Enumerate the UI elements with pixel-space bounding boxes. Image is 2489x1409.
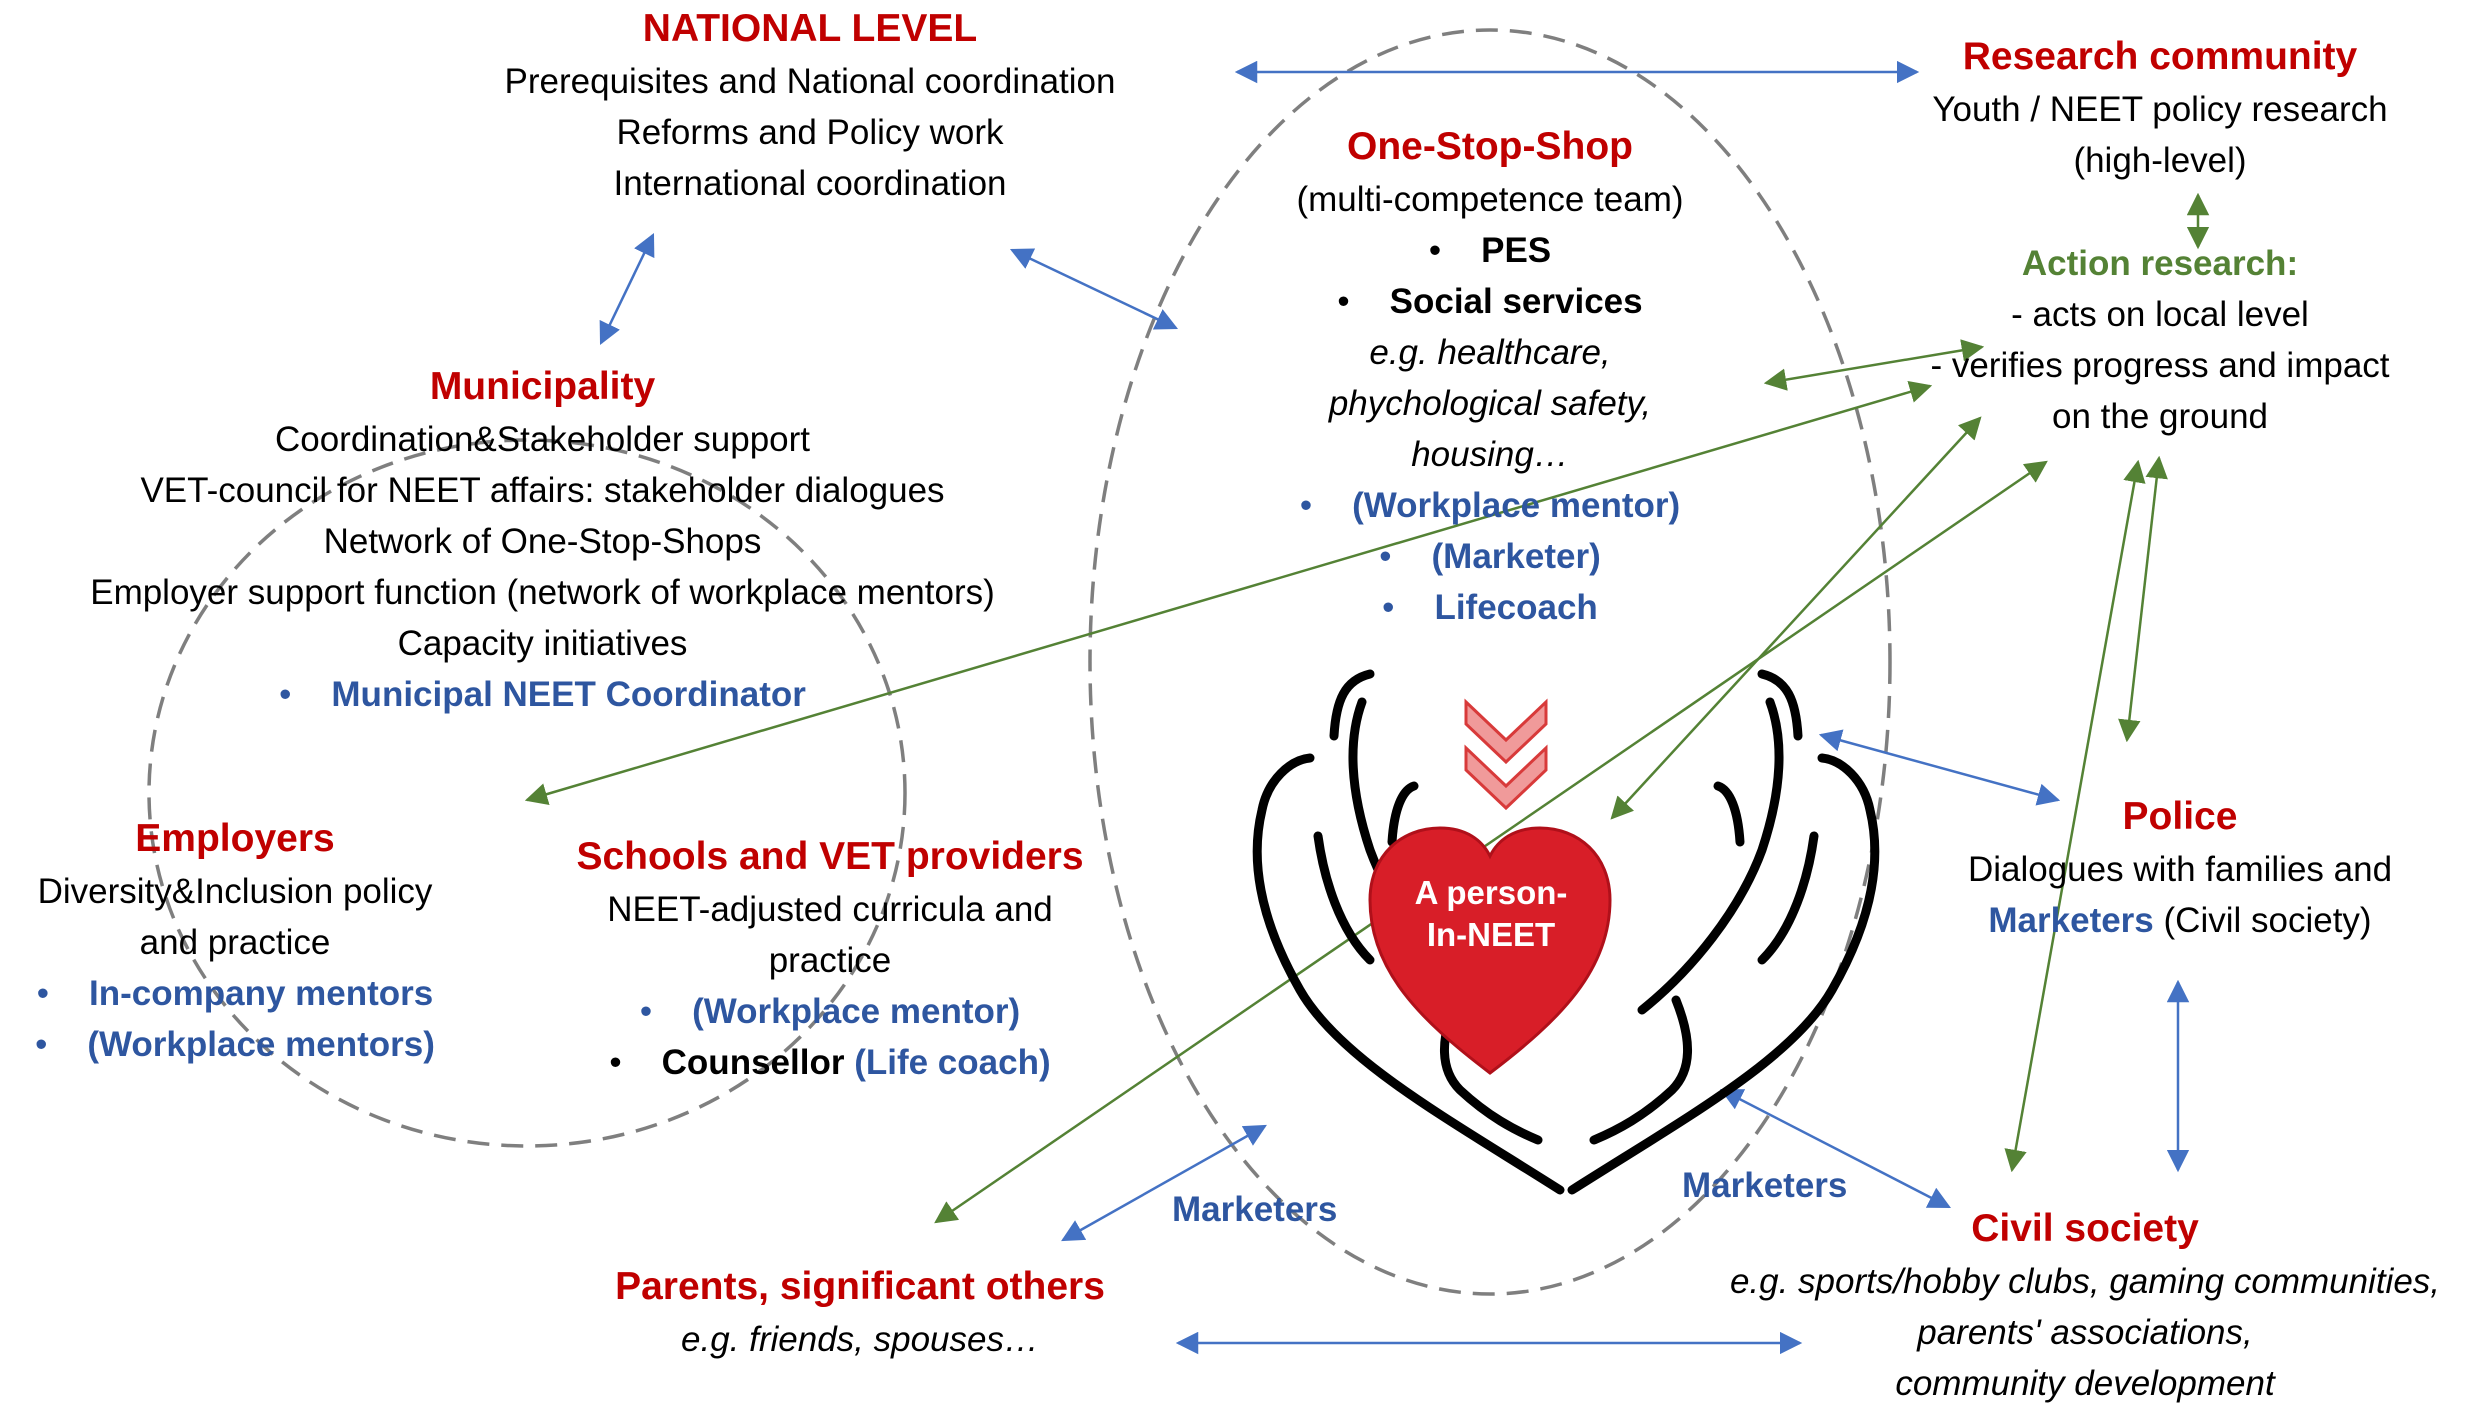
employers-block: Employers Diversity&Inclusion policy and… <box>0 812 470 1070</box>
heart-icon <box>1368 826 1612 1075</box>
municipal-neet-coordinator: Municipal NEET Coordinator <box>0 669 1085 720</box>
national-line-2: Reforms and Policy work <box>616 113 1004 152</box>
civil-line-2: parents' associations, <box>1917 1313 2253 1352</box>
police-line-2-rest: (Civil society) <box>2163 901 2372 940</box>
national-line-1: Prerequisites and National coordination <box>504 62 1116 101</box>
research-line-1: Youth / NEET policy research <box>1932 90 2388 129</box>
oss-social-services-item: Social services <box>1220 276 1760 327</box>
employers-role-workplace-mentors: (Workplace mentors) <box>0 1019 470 1070</box>
one-stop-shop-title: One-Stop-Shop <box>1347 125 1633 168</box>
employers-line-1: Diversity&Inclusion policy <box>37 872 433 911</box>
marketers-label-right: Marketers <box>1682 1166 1848 1205</box>
arrow-action-parents <box>934 460 2048 1224</box>
civil-line-3: community development <box>1895 1364 2275 1403</box>
schools-counsellor-role: (Life coach) <box>854 1043 1051 1082</box>
schools-line-1: NEET-adjusted curricula and <box>607 890 1053 929</box>
research-line-2: (high-level) <box>2073 141 2247 180</box>
municipality-title: Municipality <box>429 365 656 408</box>
one-stop-shop-block: One-Stop-Shop (multi-competence team) PE… <box>1220 120 1760 633</box>
municipality-line-3: Network of One-Stop-Shops <box>323 522 762 561</box>
research-community-block: Research community Youth / NEET policy r… <box>1880 30 2440 186</box>
heart-label-line-2: In-NEET <box>1426 916 1556 953</box>
parents-title: Parents, significant others <box>615 1265 1105 1308</box>
arrow-action-oss <box>1763 339 1985 391</box>
oss-role-workplace-mentor: (Workplace mentor) <box>1220 480 1760 531</box>
police-block: Police Dialogues with families and Marke… <box>1900 790 2460 946</box>
oss-social-detail-3: housing… <box>1411 435 1569 474</box>
national-level-block: NATIONAL LEVEL Prerequisites and Nationa… <box>410 2 1210 209</box>
schools-counsellor-item: Counsellor (Life coach) <box>560 1037 1100 1088</box>
one-stop-shop-subtitle: (multi-competence team) <box>1296 180 1684 219</box>
heart-label: A person- In-NEET <box>1361 872 1621 956</box>
municipality-line-1: Coordination&Stakeholder support <box>274 420 811 459</box>
parents-line: e.g. friends, spouses… <box>681 1320 1039 1359</box>
double-chevron-down-icon <box>1464 698 1548 811</box>
action-line-1: - acts on local level <box>2011 295 2309 334</box>
caring-hands-icon <box>1252 669 1880 1195</box>
parents-block: Parents, significant others e.g. friends… <box>580 1260 1140 1365</box>
national-level-title: NATIONAL LEVEL <box>642 7 978 50</box>
employers-title: Employers <box>135 817 335 860</box>
civil-society-block: Civil society e.g. sports/hobby clubs, g… <box>1690 1202 2480 1409</box>
action-line-3: on the ground <box>2051 397 2268 436</box>
schools-line-2: practice <box>768 941 892 980</box>
action-line-2: - verifies progress and impact <box>1930 346 2390 385</box>
schools-counsellor-label: Counsellor <box>661 1043 845 1082</box>
civil-line-1: e.g. sports/hobby clubs, gaming communit… <box>1729 1262 2441 1301</box>
municipality-block: Municipality Coordination&Stakeholder su… <box>0 360 1085 720</box>
oss-social-detail-2: phychological safety, <box>1328 384 1652 423</box>
schools-vet-block: Schools and VET providers NEET-adjusted … <box>560 830 1100 1088</box>
oss-role-lifecoach: Lifecoach <box>1220 582 1760 633</box>
action-research-block: Action research: - acts on local level -… <box>1880 238 2440 442</box>
police-line-1: Dialogues with families and <box>1967 850 2393 889</box>
schools-role-workplace-mentor: (Workplace mentor) <box>560 986 1100 1037</box>
police-title: Police <box>2122 795 2238 838</box>
arrow-national-municipality <box>599 232 655 346</box>
municipality-line-5: Capacity initiatives <box>397 624 688 663</box>
oss-pes-item: PES <box>1220 225 1760 276</box>
employers-role-in-company-mentors: In-company mentors <box>0 968 470 1019</box>
arrow-action-civil <box>2004 459 2146 1173</box>
oss-role-marketer: (Marketer) <box>1220 531 1760 582</box>
municipality-line-2: VET-council for NEET affairs: stakeholde… <box>140 471 945 510</box>
research-community-title: Research community <box>1962 35 2358 78</box>
police-line-2: Marketers (Civil society) <box>1900 895 2460 946</box>
heart-label-line-1: A person- <box>1414 874 1568 911</box>
police-marketers-label: Marketers <box>1988 901 2154 940</box>
oss-social-detail-1: e.g. healthcare, <box>1369 333 1611 372</box>
national-line-3: International coordination <box>613 164 1007 203</box>
employers-line-2: and practice <box>139 923 331 962</box>
action-research-title: Action research: <box>2021 244 2299 283</box>
schools-vet-title: Schools and VET providers <box>576 835 1084 878</box>
marketers-label-left: Marketers <box>1172 1190 1338 1229</box>
civil-society-title: Civil society <box>1971 1207 2199 1250</box>
arrow-national-oss <box>1009 248 1179 330</box>
municipality-line-4: Employer support function (network of wo… <box>90 573 995 612</box>
